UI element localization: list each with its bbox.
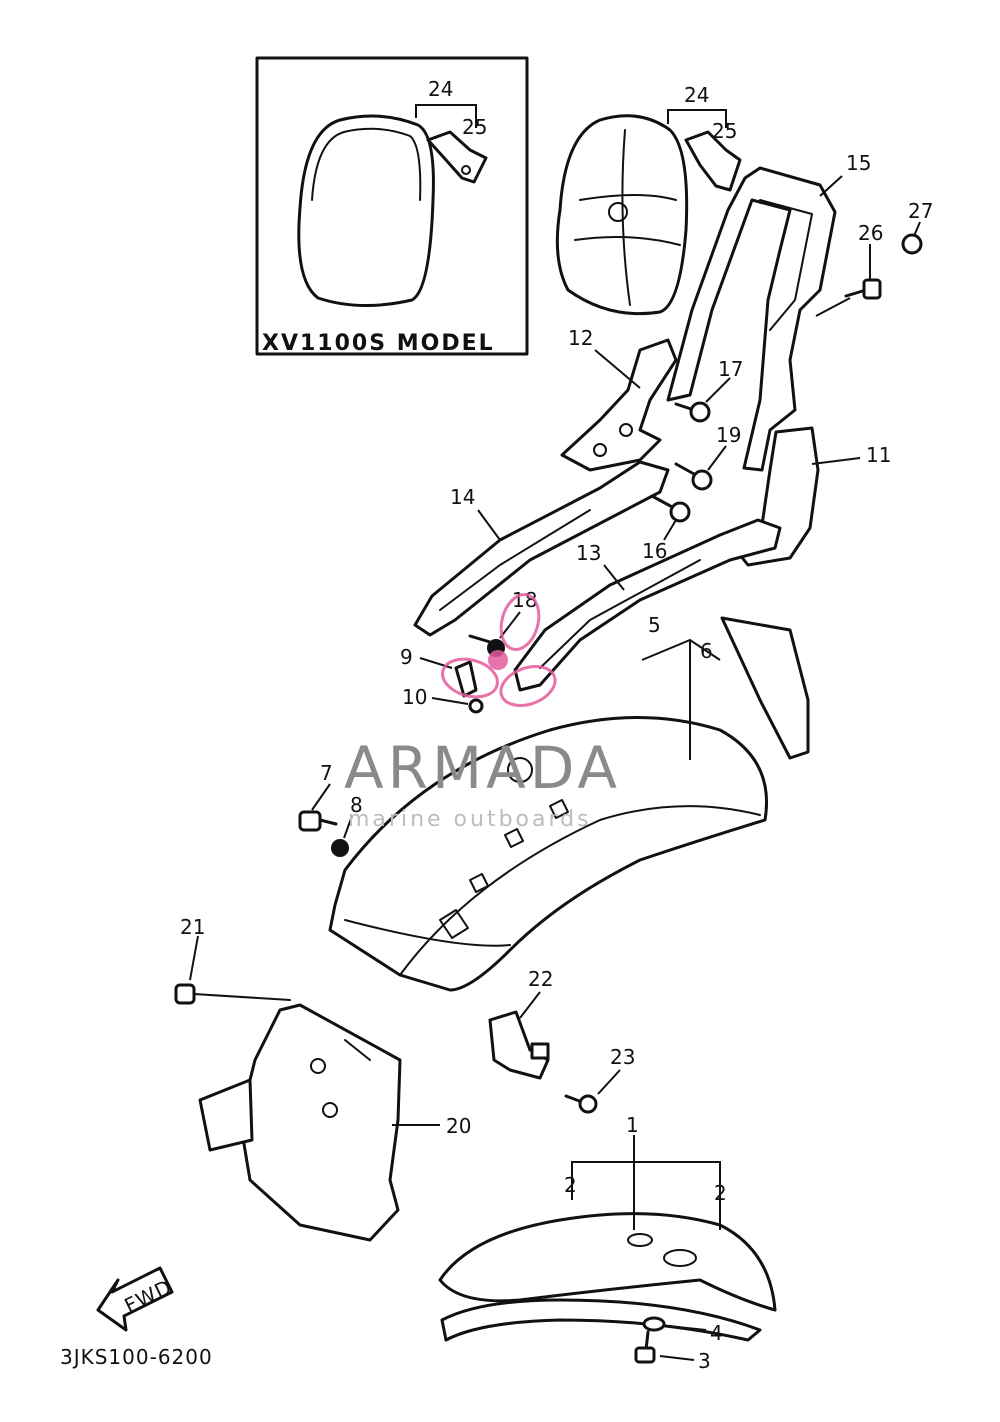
callout-20: 20 [446,1114,471,1138]
drawing-code: 3JKS100-6200 [60,1345,213,1369]
callout-7: 7 [320,761,333,785]
callout-2a: 2 [564,1173,577,1197]
watermark-tagline: marine outboards [348,807,592,832]
nut-27 [901,233,923,255]
callout-6: 6 [700,639,713,663]
watermark: ARMADA marine outboards [344,593,621,832]
backrest-bracket [684,130,742,192]
callout-2b: 2 [714,1181,727,1205]
bolt-26 [844,278,882,300]
callout-23: 23 [610,1045,635,1069]
callout-24: 24 [684,83,709,107]
callout-1: 1 [626,1113,639,1137]
callout-26: 26 [858,221,883,245]
part-10 [468,698,484,714]
callout-25-inset: 25 [462,115,487,139]
part-6 [720,616,810,760]
grab-bar-13 [513,518,782,692]
callout-17: 17 [718,357,743,381]
bolt-19 [674,462,713,491]
bracket-12 [560,338,678,472]
bolt-7 [298,810,338,832]
inset-backrest-pad [297,114,435,307]
watermark-logo-icon [441,593,557,707]
inset-model-label: XV1100S MODEL [262,331,495,356]
callout-14: 14 [450,485,475,509]
part-20 [198,1003,402,1242]
rear-fender [328,716,768,992]
fwd-arrow-icon: FWD [96,1266,176,1332]
callout-9: 9 [400,645,413,669]
bolt-17 [674,401,711,423]
part-9 [454,660,478,698]
callout-4: 4 [710,1321,723,1345]
callout-13: 13 [576,541,601,565]
callout-19: 19 [716,423,741,447]
bolt-23 [564,1094,598,1114]
backrest-frame [666,166,837,472]
front-fender [438,1212,777,1342]
callout-16: 16 [642,539,667,563]
inset-xv1100s: 24 25 XV1100S MODEL [255,56,529,356]
bolt-21 [174,983,291,1005]
callout-25: 25 [712,119,737,143]
inset-bracket [426,130,488,184]
callout-11: 11 [866,443,891,467]
callout-10: 10 [402,685,427,709]
part-22 [488,1010,550,1080]
callout-3: 3 [698,1349,711,1373]
washer-4 [642,1316,666,1332]
callout-15: 15 [846,151,871,175]
inset-frame [255,56,529,356]
callout-27: 27 [908,199,933,223]
callout-8: 8 [350,793,363,817]
callout-12: 12 [568,326,593,350]
callout-24-inset: 24 [428,77,453,101]
backrest-pad [555,114,689,316]
watermark-brand: ARMADA [344,734,621,802]
bolt-3 [634,1330,656,1364]
nut-8 [331,839,349,857]
bolt-16 [650,494,691,523]
callout-22: 22 [528,967,553,991]
callout-5: 5 [648,613,661,637]
callout-21: 21 [180,915,205,939]
grab-bar-14 [413,460,670,637]
